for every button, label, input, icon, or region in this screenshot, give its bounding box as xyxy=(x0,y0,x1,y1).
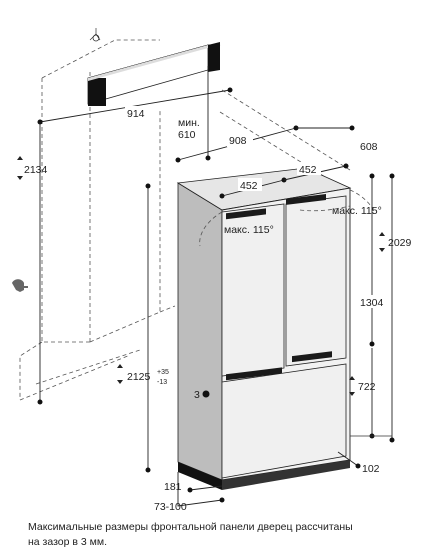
label-door-right-width: 452 xyxy=(299,164,317,176)
label-niche-depth-min: мин. xyxy=(178,117,200,129)
refrigerator-installation-diagram: 914 мин. 610 908 608 452 452 макс. 115° … xyxy=(12,28,412,513)
power-outlet-icon xyxy=(89,28,101,42)
label-plinth-range: 73-100 xyxy=(154,501,187,513)
dimension-arrows xyxy=(17,156,385,396)
caption-line-1: Максимальные размеры фронтальной панели … xyxy=(28,521,353,533)
water-tap-icon xyxy=(12,279,28,292)
refrigerator xyxy=(176,167,352,490)
dimension-labels: 914 мин. 610 908 608 452 452 макс. 115° … xyxy=(24,106,412,513)
label-niche-depth: 610 xyxy=(178,129,196,141)
caption-line-2: на зазор в 3 мм. xyxy=(28,536,107,548)
label-unit-width: 908 xyxy=(229,135,247,147)
label-plinth-depth: 181 xyxy=(164,481,182,493)
label-angle-right: макс. 115° xyxy=(332,205,382,217)
door-swing-arcs xyxy=(199,189,375,247)
label-top-height: 2029 xyxy=(388,237,412,249)
label-angle-left: макс. 115° xyxy=(224,224,274,236)
label-install-tol-minus: -13 xyxy=(157,379,167,386)
label-door-left-width: 452 xyxy=(240,180,258,192)
label-door-gap: 3 xyxy=(194,389,200,401)
label-drawer-height: 722 xyxy=(358,381,376,393)
label-niche-width: 914 xyxy=(127,108,145,120)
caption: Максимальные размеры фронтальной панели … xyxy=(28,520,428,550)
label-niche-height: 2134 xyxy=(24,164,48,176)
dimension-lines xyxy=(37,66,395,507)
upper-cabinet xyxy=(87,42,221,106)
label-split-height: 1304 xyxy=(360,297,384,309)
label-install-tol-plus: +35 xyxy=(157,369,169,376)
label-bottom-depth: 102 xyxy=(362,463,380,475)
label-install-height: 2125 xyxy=(127,371,151,383)
label-unit-depth: 608 xyxy=(360,141,378,153)
